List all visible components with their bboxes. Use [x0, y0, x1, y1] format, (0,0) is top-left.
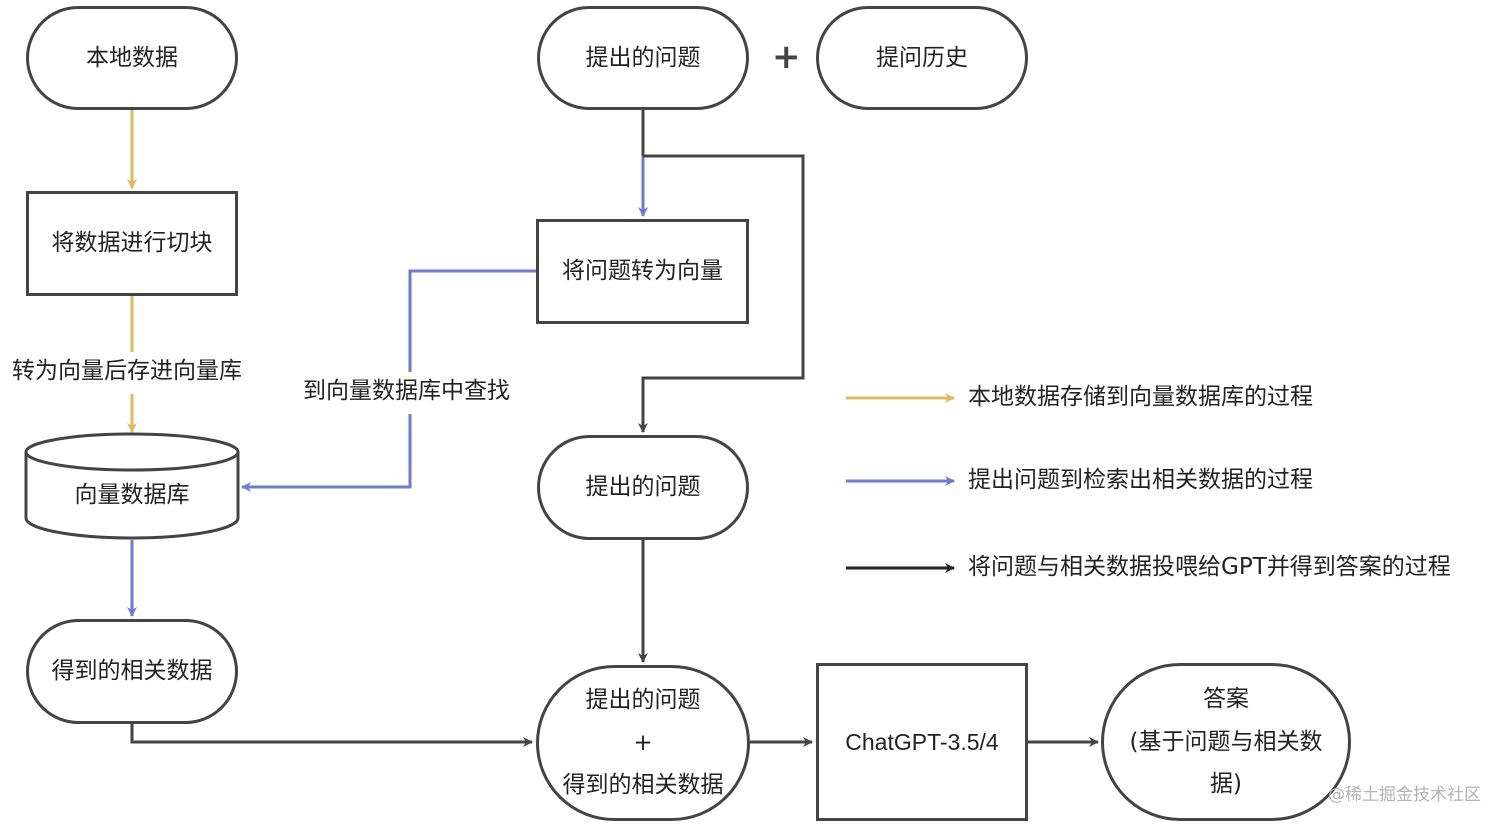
edge-label-store: 转为向量后存进向量库	[12, 358, 242, 386]
node-combo-line-1: 提出的问题	[585, 687, 701, 714]
edge-label-search: 到向量数据库中查找	[303, 378, 510, 406]
node-question-top: 提出的问题	[537, 6, 749, 110]
edge-vector-to-db-upper	[408, 269, 536, 372]
node-to-vector: 将问题转为向量	[536, 219, 749, 324]
watermark: @稀土掘金技术社区	[1328, 785, 1481, 805]
node-question-mid: 提出的问题	[537, 435, 749, 540]
node-answer: 答案 (基于问题与相关数 据)	[1101, 663, 1351, 821]
node-chatgpt-label: ChatGPT-3.5/4	[845, 728, 999, 755]
node-question-history: 提问历史	[816, 6, 1028, 110]
legend-label-blue: 提出问题到检索出相关数据的过程	[968, 467, 1313, 493]
legend-label-yellow: 本地数据存储到向量数据库的过程	[968, 384, 1313, 410]
edge-question-bypass	[638, 154, 805, 433]
node-chunk: 将数据进行切块	[26, 191, 238, 296]
edge-related-to-combo	[130, 724, 533, 747]
edge-vector-to-db-lower	[241, 414, 412, 492]
node-chatgpt: ChatGPT-3.5/4	[816, 663, 1028, 821]
node-local-data-label: 本地数据	[86, 44, 178, 71]
node-answer-line-1: 答案	[1203, 686, 1249, 713]
node-local-data: 本地数据	[26, 6, 238, 110]
legend-label-black: 将问题与相关数据投喂给GPT并得到答案的过程	[968, 554, 1451, 580]
node-answer-line-2: (基于问题与相关数	[1129, 728, 1323, 755]
node-combo-line-3: 得到的相关数据	[562, 772, 724, 799]
node-chunk-label: 将数据进行切块	[51, 230, 213, 257]
node-answer-line-3: 据)	[1210, 771, 1242, 798]
node-related-data-label: 得到的相关数据	[51, 658, 213, 685]
plus-sign: +	[772, 37, 801, 77]
node-vector-db-label: 向量数据库	[74, 482, 190, 508]
node-question-top-label: 提出的问题	[585, 44, 701, 71]
node-question-history-label: 提问历史	[876, 44, 968, 71]
node-question-mid-label: 提出的问题	[585, 474, 701, 501]
node-to-vector-label: 将问题转为向量	[562, 258, 723, 285]
vector-db-cylinder	[24, 432, 240, 540]
node-combo-line-2: +	[633, 729, 653, 756]
node-combo: 提出的问题 + 得到的相关数据	[536, 665, 750, 821]
node-related-data: 得到的相关数据	[26, 619, 238, 724]
